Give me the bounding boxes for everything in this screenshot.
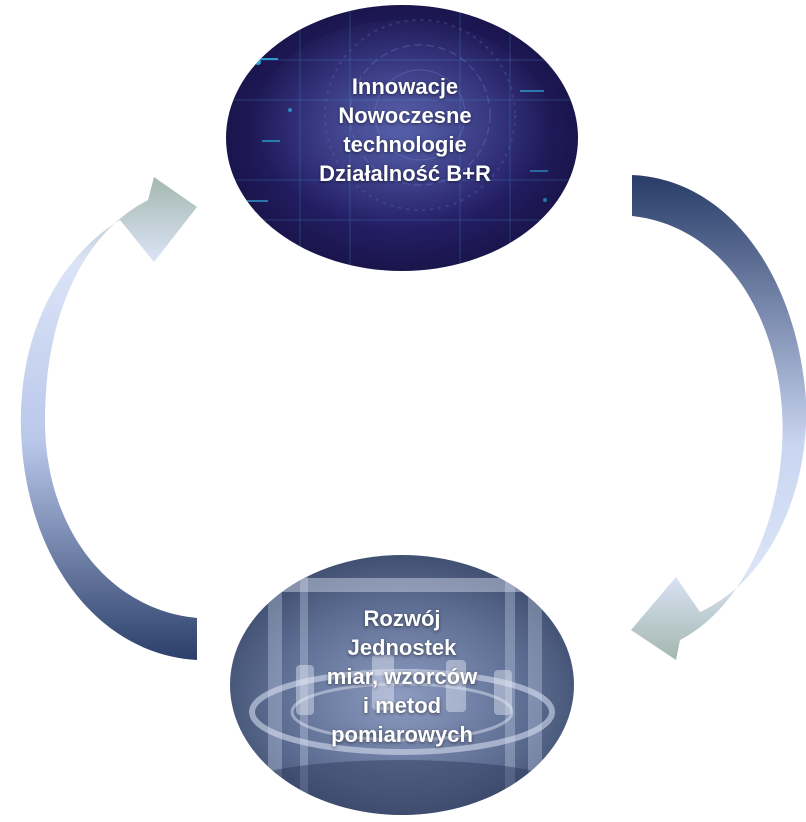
left-cycle-arrow bbox=[20, 177, 197, 660]
innovation-label-line-2: Nowoczesne bbox=[338, 103, 472, 128]
measurement-label-line-1: Rozwój bbox=[363, 606, 441, 631]
measurement-node-label: Rozwój Jednostek miar, wzorców i metod p… bbox=[232, 604, 572, 749]
right-cycle-arrow bbox=[631, 175, 806, 660]
measurement-label-line-2: Jednostek bbox=[347, 635, 457, 660]
measurement-label-line-5: pomiarowych bbox=[331, 722, 473, 747]
innovation-node-label: Innowacje Nowoczesne technologie Działal… bbox=[235, 72, 575, 188]
measurement-label-line-3: miar, wzorców bbox=[326, 664, 478, 689]
measurement-label-line-4: i metod bbox=[362, 693, 442, 718]
innovation-label-line-4: Działalność B+R bbox=[319, 161, 491, 186]
innovation-label-line-3: technologie bbox=[343, 132, 467, 157]
innovation-node-image bbox=[226, 5, 578, 271]
innovation-label-line-1: Innowacje bbox=[351, 74, 459, 99]
measurement-node-image bbox=[230, 555, 574, 815]
